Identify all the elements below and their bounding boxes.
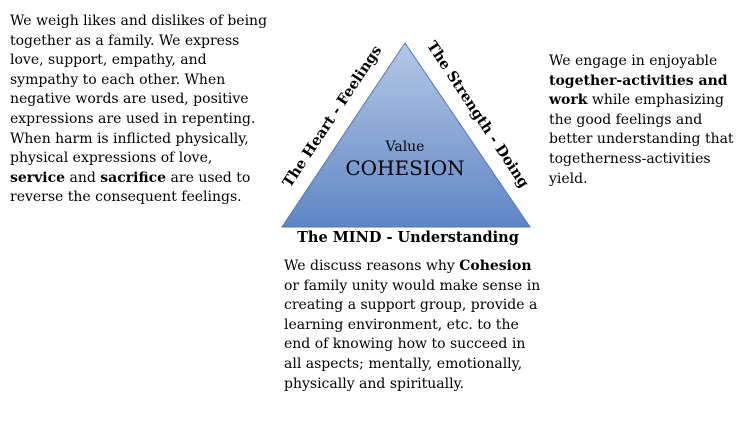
triangle-shape	[281, 42, 531, 228]
mind-understanding-description: We discuss reasons why Cohesion or famil…	[284, 258, 541, 392]
service-emphasis: service	[10, 169, 66, 186]
center-cohesion-label: COHESION	[345, 156, 464, 180]
cohesion-emphasis: Cohesion	[459, 258, 532, 274]
together-activities-emphasis: together-activities and work	[549, 72, 728, 109]
base-label: The MIND - Understanding	[297, 229, 519, 246]
heart-feelings-description: We weigh likes and dislikes of being tog…	[10, 13, 268, 206]
strength-doing-description: We engage in enjoyable together-activiti…	[549, 53, 734, 187]
sacrifice-emphasis: sacrifice	[100, 169, 167, 186]
center-value-label: Value	[385, 139, 425, 155]
